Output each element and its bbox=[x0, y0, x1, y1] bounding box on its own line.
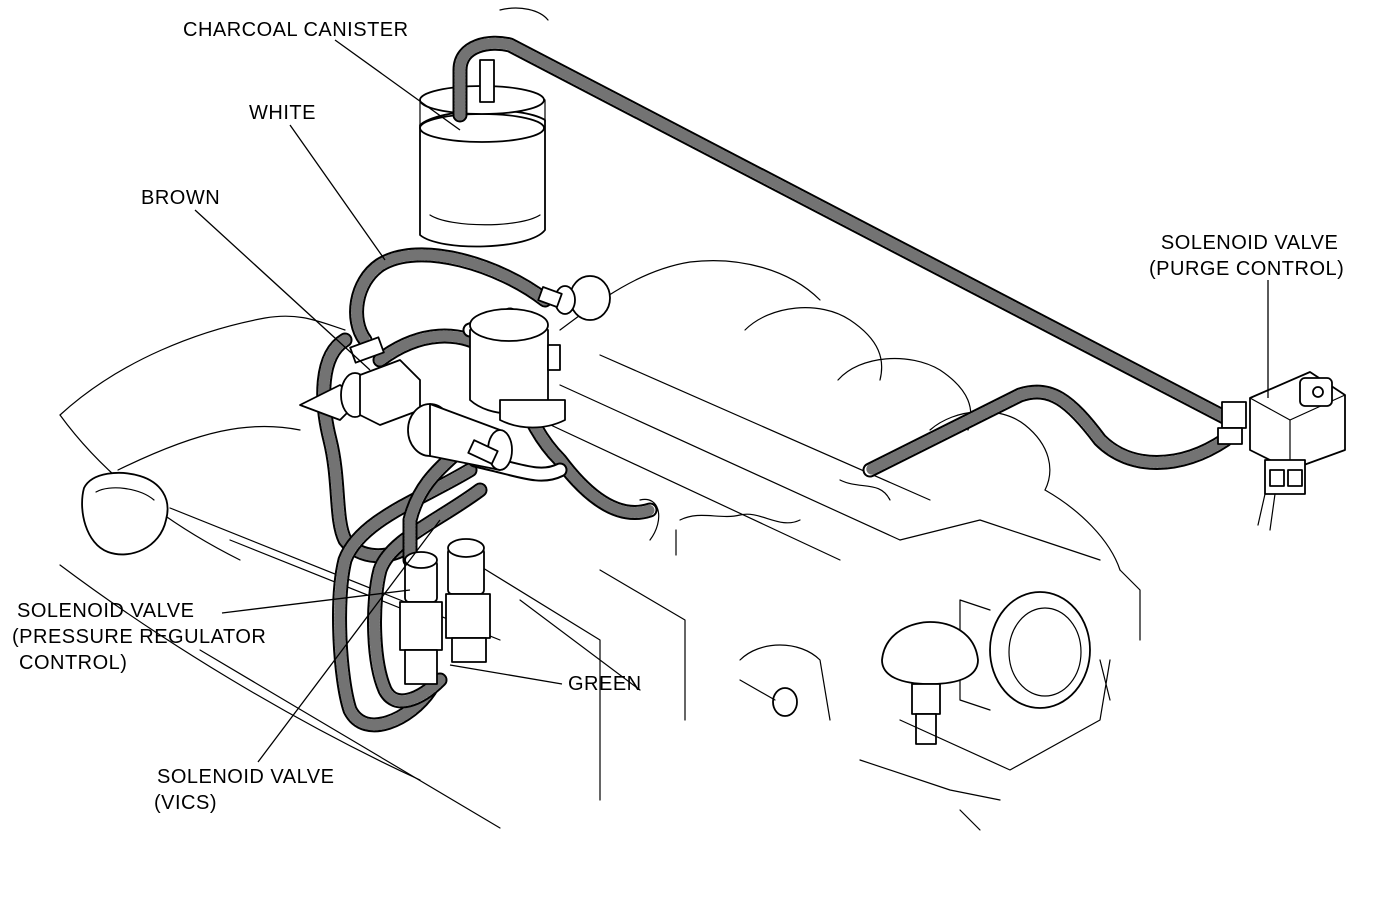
label-solenoid-vics: SOLENOID VALVE (VICS) bbox=[154, 764, 335, 816]
solenoid-valve-vics bbox=[445, 538, 491, 663]
hose-clamps bbox=[349, 7, 563, 465]
label-purge-line2: (PURGE CONTROL) bbox=[1149, 258, 1345, 280]
solenoid-valve-purge bbox=[1217, 371, 1346, 531]
label-vics-line2: (VICS) bbox=[154, 792, 217, 814]
label-white-hose: WHITE bbox=[249, 100, 316, 126]
label-green-text: GREEN bbox=[568, 673, 642, 695]
label-prc-line2: (PRESSURE REGULATOR bbox=[12, 626, 267, 648]
label-brown-text: BROWN bbox=[141, 187, 221, 209]
label-green-hose: GREEN bbox=[568, 671, 642, 697]
label-vics-line1: SOLENOID VALVE bbox=[157, 766, 335, 788]
vacuum-actuator bbox=[469, 275, 611, 429]
engine-outline bbox=[59, 260, 1141, 831]
charcoal-canister bbox=[419, 59, 546, 248]
label-purge-line1: SOLENOID VALVE bbox=[1160, 232, 1339, 254]
label-charcoal-canister-text: CHARCOAL CANISTER bbox=[183, 19, 409, 41]
label-prc-line3: CONTROL) bbox=[19, 652, 128, 674]
label-charcoal-canister: CHARCOAL CANISTER bbox=[183, 17, 409, 43]
label-prc-line1: SOLENOID VALVE bbox=[17, 600, 195, 622]
label-solenoid-purge-control: SOLENOID VALVE (PURGE CONTROL) bbox=[1149, 230, 1344, 282]
label-solenoid-pressure-regulator: SOLENOID VALVE (PRESSURE REGULATOR CONTR… bbox=[12, 598, 266, 676]
leader-lines bbox=[194, 39, 1269, 763]
label-brown-hose: BROWN bbox=[141, 185, 220, 211]
solenoid-valve-prc bbox=[399, 551, 443, 685]
label-white-text: WHITE bbox=[249, 102, 316, 124]
